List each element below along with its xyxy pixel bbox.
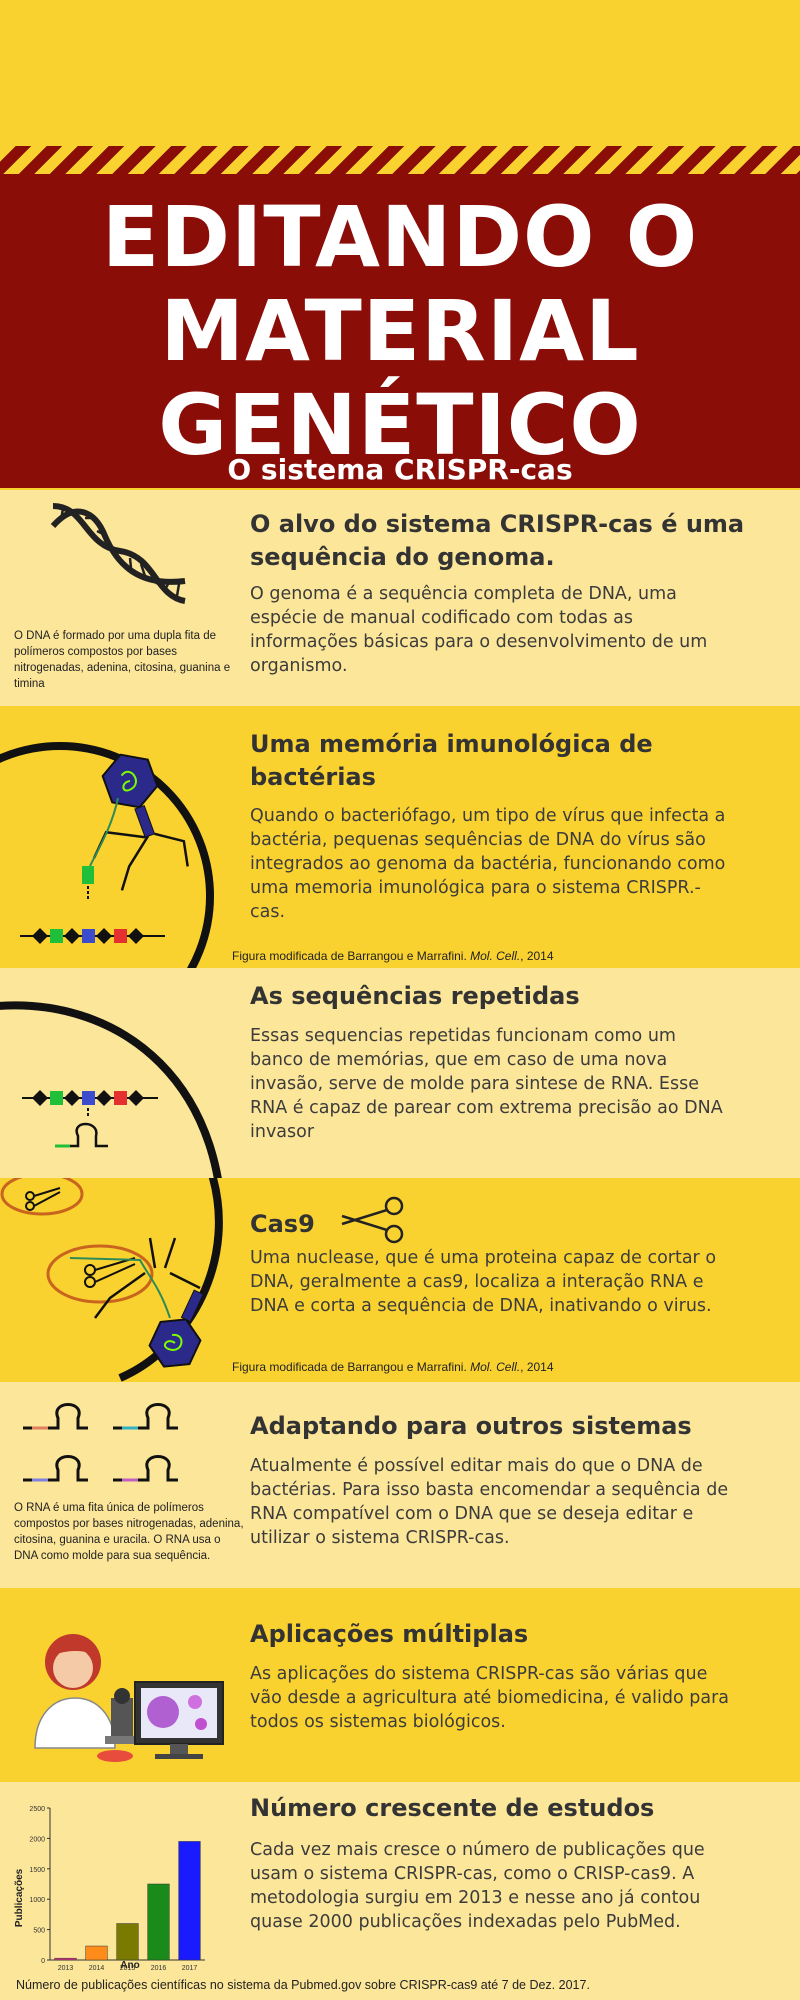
section-genome: O DNA é formado por uma dupla fita de po… <box>0 490 800 706</box>
section-title: Aplicações múltiplas <box>250 1620 529 1648</box>
section-repeats: As sequências repetidas Essas sequencias… <box>0 968 800 1178</box>
section-body: O genoma é a sequência completa de DNA, … <box>250 584 708 676</box>
caption-text: Figura modificada de Barrangou e Marrafi… <box>232 1360 467 1374</box>
section-adapting: O RNA é uma fita única de polímeros comp… <box>0 1382 800 1588</box>
caption-journal: Mol. Cell. <box>470 949 521 963</box>
y-tick-label: 2000 <box>29 1836 45 1843</box>
x-tick-label: 2013 <box>58 1965 74 1972</box>
x-tick-label: 2017 <box>182 1965 198 1972</box>
bar <box>147 1883 170 1961</box>
x-axis-label: Ano <box>120 1960 139 1971</box>
section-body: As aplicações do sistema CRISPR-cas são … <box>250 1664 730 1732</box>
scissors-small <box>25 1187 61 1211</box>
y-tick-label: 1000 <box>29 1897 45 1904</box>
bar <box>116 1923 139 1961</box>
section-studies: Publicações Ano 0 500 1000 1500 2000 2500 2013… <box>0 1782 800 2000</box>
x-tick-label: 2015 <box>120 1965 136 1972</box>
section-body: Quando o bacteriófago, um tipo de vírus … <box>250 806 726 922</box>
x-tick-label: 2016 <box>151 1965 167 1972</box>
bar <box>54 1957 77 1961</box>
figure-caption: Figura modificada de Barrangou e Marrafi… <box>232 1360 554 1374</box>
y-tick-label: 1500 <box>29 1867 45 1874</box>
dna-note: O DNA é formado por uma dupla fita de po… <box>14 630 231 690</box>
caption-year: , 2014 <box>520 949 554 963</box>
y-tick-label: 2500 <box>29 1806 45 1813</box>
y-axis-label: Publicações <box>14 1868 25 1927</box>
hazard-stripe <box>0 146 800 174</box>
section-cas9: Cas9 Uma nuclease, que é uma proteina ca… <box>0 1178 800 1382</box>
caption-journal: Mol. Cell. <box>470 1360 521 1374</box>
dna-helix-icon <box>50 503 186 604</box>
figure-caption: Figura modificada de Barrangou e Marrafi… <box>232 949 554 963</box>
title-line: GENÉTICO <box>158 376 642 474</box>
bar <box>85 1945 108 1961</box>
section-title: As sequências repetidas <box>250 982 580 1010</box>
publications-bar-chart: Publicações Ano 0 500 1000 1500 2000 2500 2013… <box>14 1806 205 1972</box>
caption-year: , 2014 <box>520 1360 554 1374</box>
section-applications: Aplicações múltiplas As aplicações do si… <box>0 1588 800 1782</box>
title-line: MATERIAL <box>160 282 640 380</box>
bacterium-phage-illustration <box>0 742 214 968</box>
section-title: O alvo do sistema CRISPR-cas é uma sequê… <box>250 510 745 571</box>
section-title: Uma memória imunológica de bactérias <box>250 730 653 791</box>
section-body: Essas sequencias repetidas funcionam com… <box>250 1026 723 1142</box>
y-tick-label: 0 <box>41 1958 45 1965</box>
top-band <box>0 0 800 146</box>
section-body: Atualmente é possível editar mais do que… <box>250 1456 729 1548</box>
section-title: Cas9 <box>250 1210 315 1238</box>
caption-text: Figura modificada de Barrangou e Marrafi… <box>232 949 467 963</box>
section-title: Número crescente de estudos <box>250 1794 655 1822</box>
section-body: Uma nuclease, que é uma proteina capaz d… <box>250 1248 717 1316</box>
page-title: EDITANDO O MATERIAL GENÉTICO <box>0 190 800 472</box>
cas9-phage-illustration <box>0 1178 223 1382</box>
rna-guides-illustration <box>23 1403 178 1482</box>
title-line: EDITANDO O <box>101 188 699 286</box>
page-subtitle: O sistema CRISPR-cas <box>227 453 573 486</box>
y-tick-label: 500 <box>33 1928 45 1935</box>
chart-footer: Número de publicações científicas no sis… <box>16 1978 590 1992</box>
scissors-icon <box>341 1196 404 1244</box>
header-band <box>0 174 800 488</box>
section-body: Cada vez mais cresce o número de publica… <box>250 1840 705 1932</box>
scientist-illustration <box>34 1634 224 1762</box>
section-immune-memory: Uma memória imunológica de bactérias Qua… <box>0 706 800 968</box>
section-title: Adaptando para outros sistemas <box>250 1412 692 1440</box>
bar <box>178 1841 201 1961</box>
x-tick-label: 2014 <box>89 1965 105 1972</box>
rna-note: O RNA é uma fita única de polímeros comp… <box>14 1502 244 1562</box>
crispr-array-illustration <box>0 1001 222 1178</box>
